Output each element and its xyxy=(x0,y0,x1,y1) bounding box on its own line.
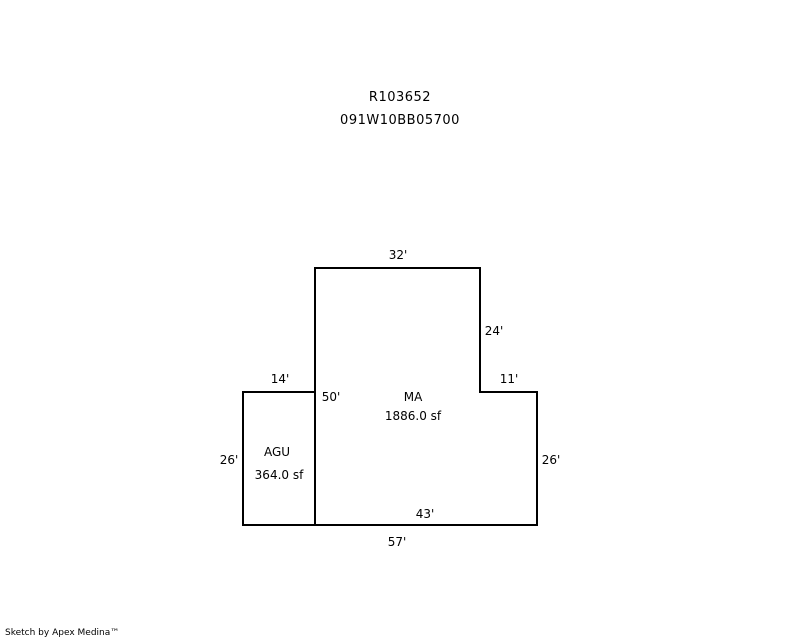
dim-ma-bottom: 43' xyxy=(416,507,435,521)
agu-area: 364.0 sf xyxy=(255,468,304,482)
dim-overall-bottom: 57' xyxy=(388,535,407,549)
ma-label: MA xyxy=(404,390,423,404)
dim-agu-left: 26' xyxy=(220,453,239,467)
dim-ma-top: 32' xyxy=(389,248,408,262)
dim-ma-left: 50' xyxy=(322,390,341,404)
dim-ma-right: 26' xyxy=(542,453,561,467)
agu-label: AGU xyxy=(264,445,290,459)
sketch-credit: Sketch by Apex Medina™ xyxy=(5,628,120,638)
garage-area-outline xyxy=(242,391,316,526)
map-number: 091W10BB05700 xyxy=(340,113,460,128)
dim-ma-upper-right: 24' xyxy=(485,324,504,338)
parcel-id: R103652 xyxy=(368,90,432,105)
main-area-outline xyxy=(314,267,538,526)
dim-ma-step: 11' xyxy=(500,372,519,386)
ma-area: 1886.0 sf xyxy=(385,409,442,423)
dim-agu-top: 14' xyxy=(271,372,290,386)
